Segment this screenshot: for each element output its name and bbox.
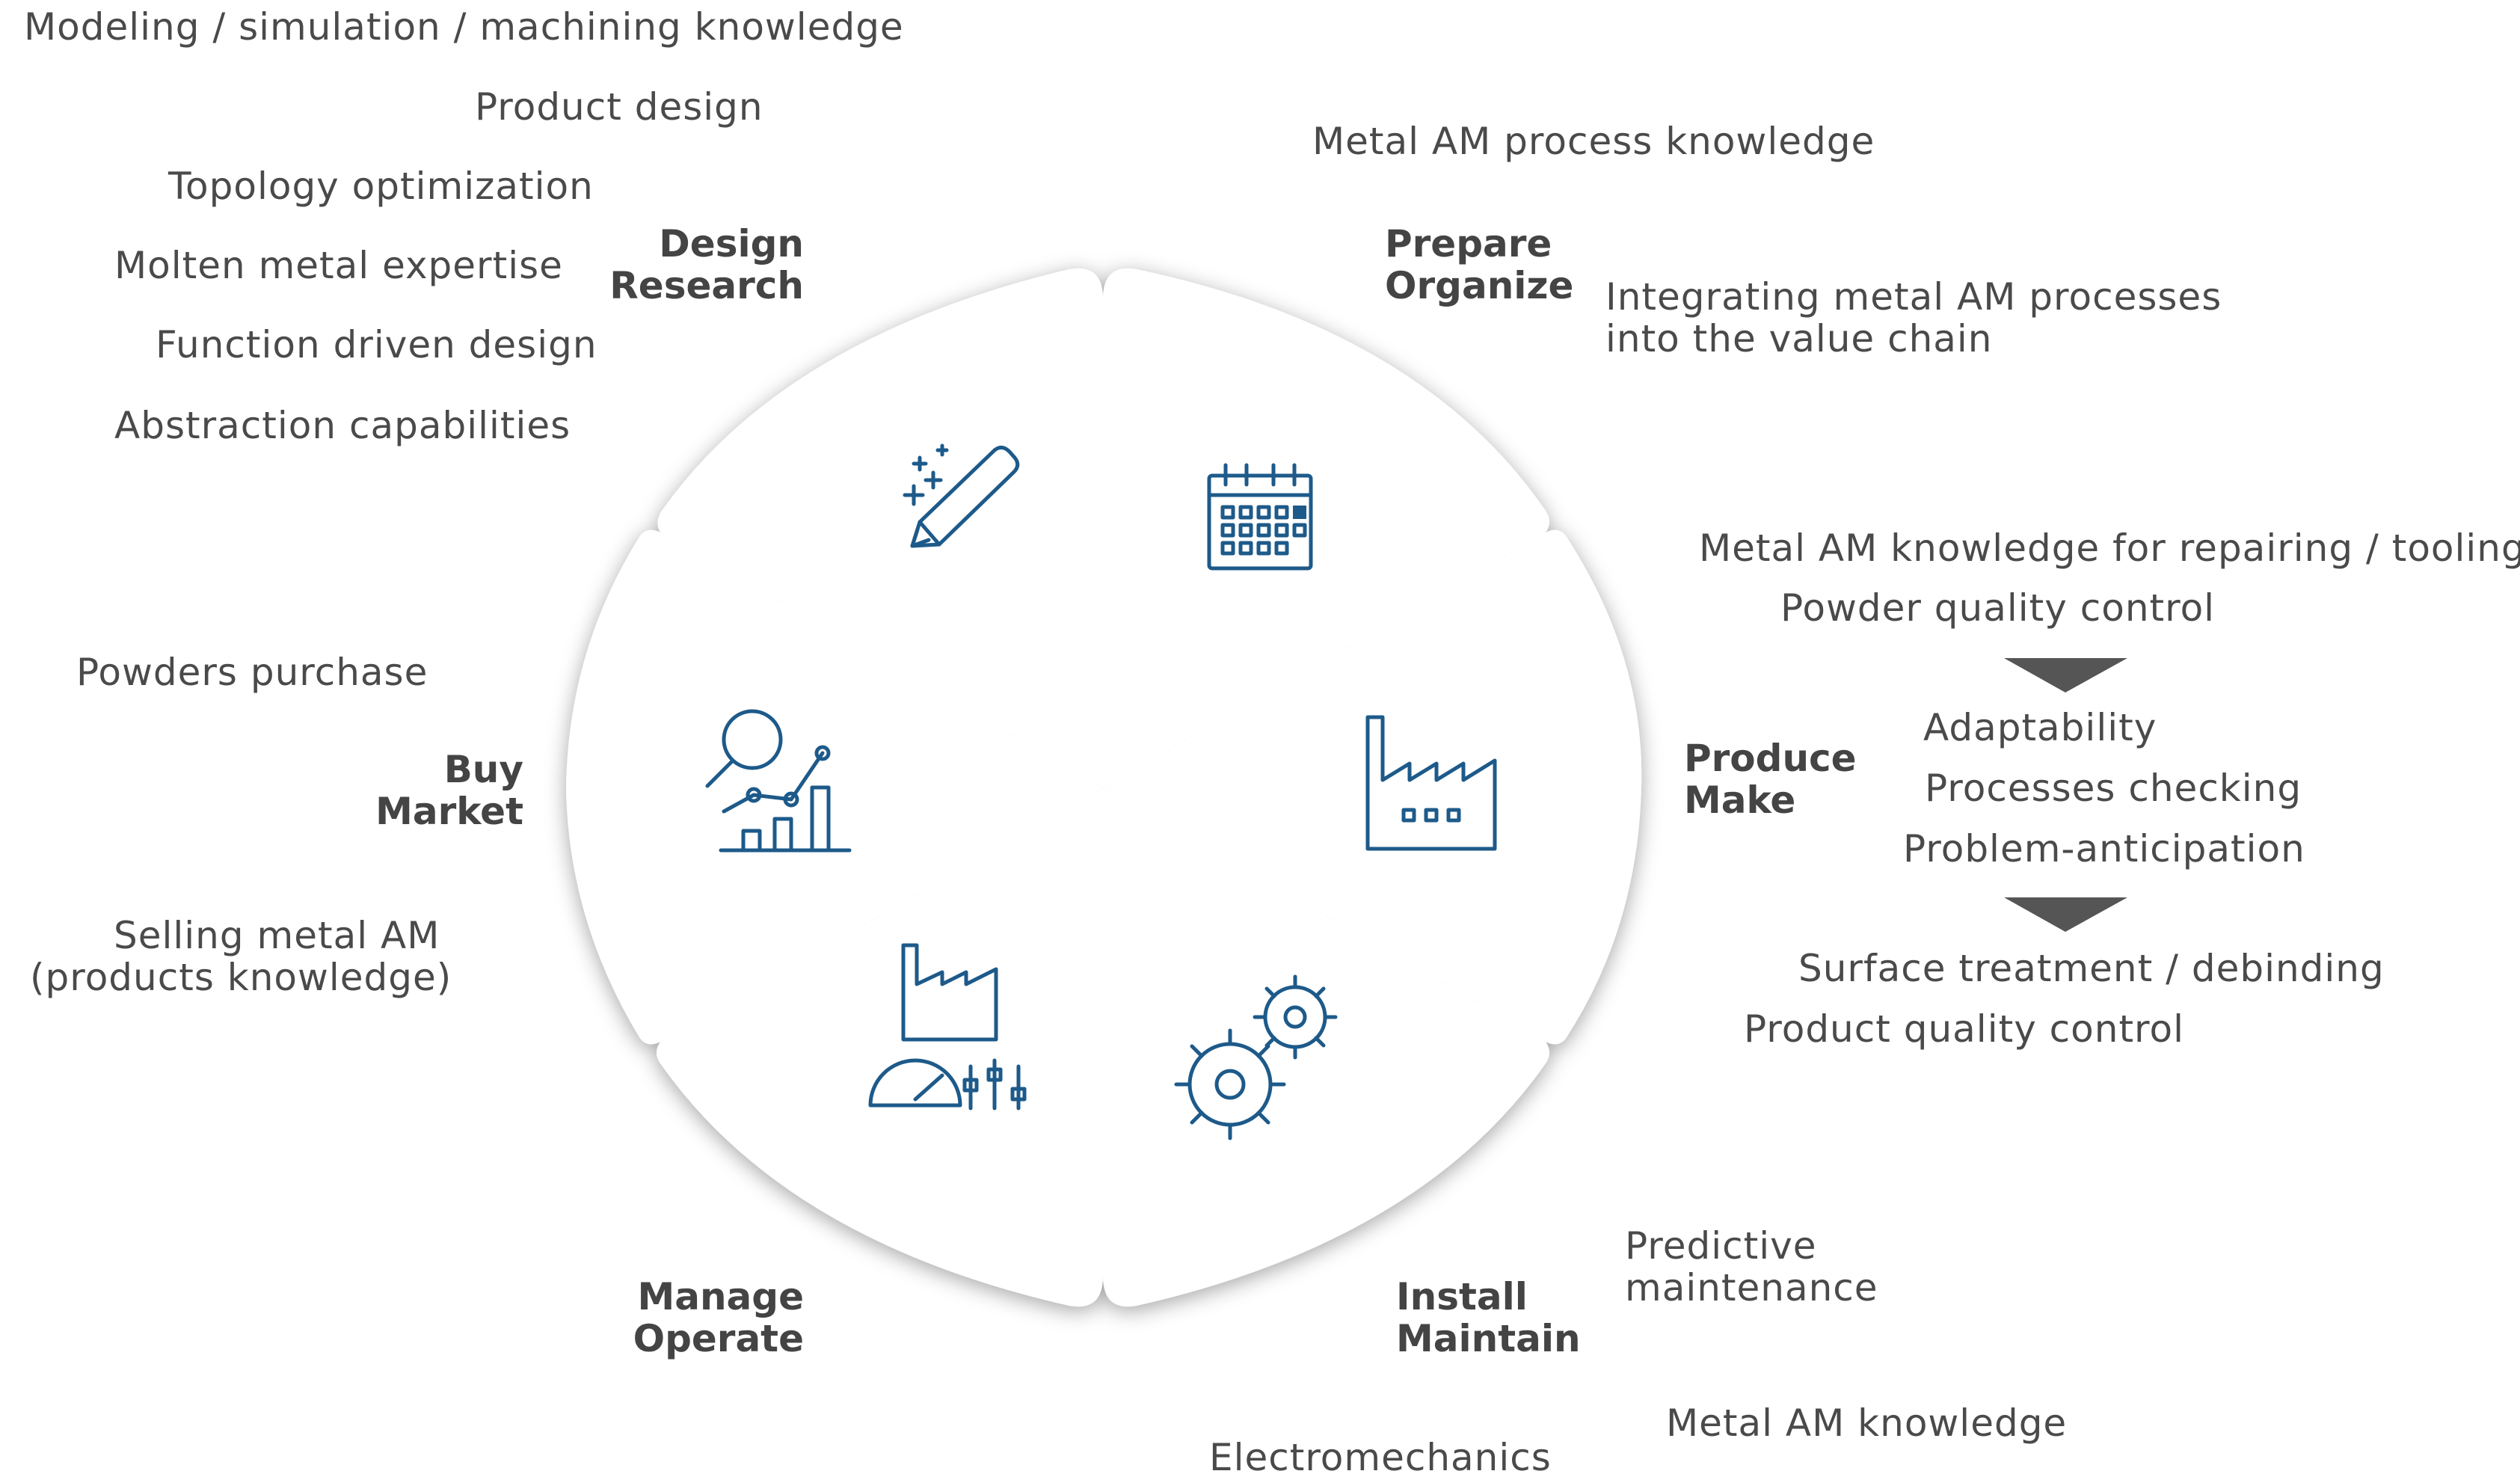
heading-manage-2: Operate (633, 1317, 804, 1360)
calendar-icon (1207, 463, 1313, 571)
heading-design-2: Research (609, 264, 804, 307)
note-produce-2: Powder quality control (1780, 586, 2215, 630)
note-install-2: maintenance (1625, 1266, 1878, 1309)
notes-produce: Metal AM knowledge for repairing / tooli… (1699, 526, 2520, 1051)
pencil-sparkle-icon (903, 443, 1020, 548)
note-design-2: Product design (475, 85, 763, 129)
arrow-down-2 (2004, 897, 2127, 932)
heading-design-1: Design (659, 222, 804, 265)
note-prepare-1: Metal AM process knowledge (1312, 120, 1875, 163)
heading-produce-1: Produce (1684, 737, 1857, 780)
arrow-down-1 (2004, 658, 2127, 692)
note-produce-5: Problem-anticipation (1903, 827, 2305, 870)
segment-produce (1103, 529, 1642, 1045)
note-produce-7: Product quality control (1744, 1007, 2184, 1051)
factory-icon (1365, 715, 1497, 851)
note-prepare-2: Integrating metal AM processes (1605, 275, 2222, 319)
note-buy-2: Selling metal AM (114, 914, 440, 957)
heading-install-2: Maintain (1396, 1317, 1581, 1360)
heading-prepare-2: Organize (1385, 264, 1573, 307)
note-design-6: Abstraction capabilities (114, 404, 571, 447)
segment-design (657, 268, 1103, 787)
notes-prepare: Metal AM process knowledge Integrating m… (1312, 120, 2222, 360)
notes-buy: Powders purchase Selling metal AM (produ… (30, 651, 452, 999)
factory-gauge-icon (868, 943, 1027, 1111)
heading-manage-1: Manage (637, 1275, 804, 1318)
magnifier-chart-icon (705, 709, 852, 853)
notes-install: Predictive maintenance Metal AM knowledg… (1209, 1224, 2067, 1471)
note-install-3: Metal AM knowledge (1666, 1401, 2067, 1445)
note-design-4: Molten metal expertise (114, 244, 563, 287)
note-install-4: Electromechanics (1209, 1436, 1552, 1471)
segment-install (1103, 787, 1549, 1307)
heading-buy-1: Buy (444, 748, 523, 791)
note-produce-3: Adaptability (1923, 706, 2157, 749)
note-design-3: Topology optimization (168, 165, 594, 208)
note-design-5: Function driven design (156, 323, 597, 366)
heading-prepare-1: Prepare (1385, 222, 1552, 265)
segment-headings: Design Research Prepare Organize Produce… (375, 222, 1856, 1360)
note-buy-1: Powders purchase (76, 651, 428, 694)
note-prepare-3: into the value chain (1605, 317, 1993, 360)
segment-buy (566, 529, 1103, 1045)
note-produce-1: Metal AM knowledge for repairing / tooli… (1699, 526, 2520, 570)
heading-produce-2: Make (1684, 779, 1795, 822)
note-install-1: Predictive (1625, 1224, 1816, 1268)
note-produce-6: Surface treatment / debinding (1798, 947, 2385, 990)
heading-install-1: Install (1396, 1275, 1528, 1318)
gears-icon (1174, 974, 1338, 1140)
note-produce-4: Processes checking (1925, 767, 2302, 810)
note-buy-3: (products knowledge) (30, 956, 452, 999)
note-design-1: Modeling / simulation / machining knowle… (24, 5, 904, 49)
wheel (566, 268, 1642, 1307)
segment-prepare (1103, 268, 1549, 787)
segment-manage (657, 787, 1103, 1307)
heading-buy-2: Market (375, 790, 523, 833)
notes-design: Modeling / simulation / machining knowle… (24, 5, 904, 447)
